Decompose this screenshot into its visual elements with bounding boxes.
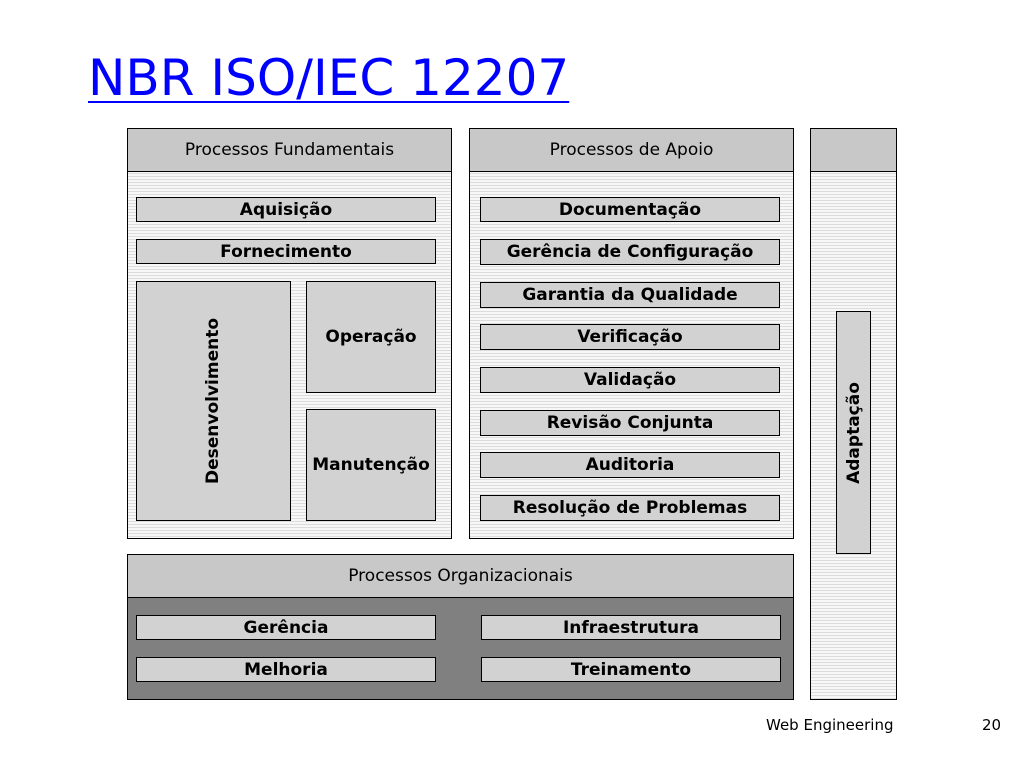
org-gerencia-box: Gerência bbox=[136, 615, 436, 640]
adaptacao-header bbox=[811, 129, 896, 172]
apoio-item-verificacao: Verificação bbox=[480, 324, 780, 350]
apoio-item-gerencia-configuracao: Gerência de Configuração bbox=[480, 239, 780, 265]
fornecimento-box: Fornecimento bbox=[136, 239, 436, 264]
apoio-header: Processos de Apoio bbox=[470, 129, 793, 172]
apoio-item-resolucao-problemas: Resolução de Problemas bbox=[480, 495, 780, 521]
adaptacao-label: Adaptação bbox=[843, 381, 864, 484]
slide-title: NBR ISO/IEC 12207 bbox=[88, 49, 570, 107]
desenvolvimento-label: Desenvolvimento bbox=[203, 317, 224, 485]
organizacionais-header: Processos Organizacionais bbox=[128, 555, 793, 598]
apoio-item-validacao: Validação bbox=[480, 367, 780, 393]
apoio-item-garantia-qualidade: Garantia da Qualidade bbox=[480, 282, 780, 308]
org-melhoria-box: Melhoria bbox=[136, 657, 436, 682]
desenvolvimento-box: Desenvolvimento bbox=[136, 281, 291, 521]
org-infraestrutura-box: Infraestrutura bbox=[481, 615, 781, 640]
org-treinamento-box: Treinamento bbox=[481, 657, 781, 682]
page-number: 20 bbox=[982, 716, 1002, 734]
footer-label: Web Engineering bbox=[766, 716, 894, 734]
aquisicao-box: Aquisição bbox=[136, 197, 436, 222]
fundamentais-header: Processos Fundamentais bbox=[128, 129, 451, 172]
apoio-item-auditoria: Auditoria bbox=[480, 452, 780, 478]
apoio-item-revisao-conjunta: Revisão Conjunta bbox=[480, 410, 780, 436]
adaptacao-box: Adaptação bbox=[836, 311, 871, 554]
apoio-item-documentacao: Documentação bbox=[480, 197, 780, 222]
operacao-box: Operação bbox=[306, 281, 436, 393]
manutencao-box: Manutenção bbox=[306, 409, 436, 521]
